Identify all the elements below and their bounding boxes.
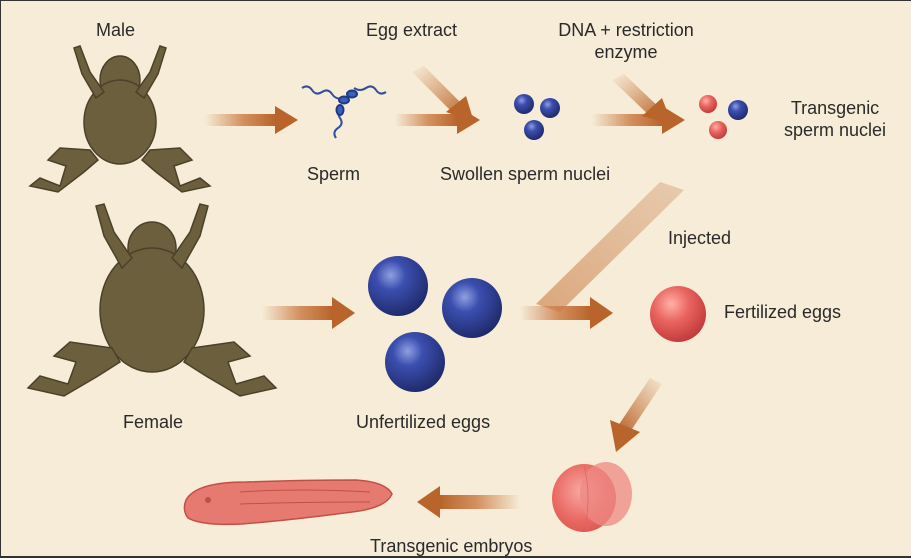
label-dna-restriction-line2: enzyme bbox=[536, 42, 716, 62]
label-sperm: Sperm bbox=[307, 164, 360, 184]
label-injected: Injected bbox=[668, 228, 731, 248]
label-female: Female bbox=[123, 412, 183, 432]
label-male: Male bbox=[96, 20, 135, 40]
label-dna-restriction-line1: DNA + restriction bbox=[536, 20, 716, 40]
label-egg-extract: Egg extract bbox=[366, 20, 457, 40]
label-fertilized-eggs: Fertilized eggs bbox=[724, 302, 841, 322]
label-transgenic-embryos: Transgenic embryos bbox=[370, 536, 532, 556]
label-transgenic-line1: Transgenic bbox=[760, 98, 910, 118]
label-transgenic-line2: sperm nuclei bbox=[760, 120, 910, 140]
fertilized-egg bbox=[650, 286, 706, 342]
label-unfertilized-eggs: Unfertilized eggs bbox=[356, 412, 490, 432]
label-swollen-sperm-nuclei: Swollen sperm nuclei bbox=[440, 164, 610, 184]
